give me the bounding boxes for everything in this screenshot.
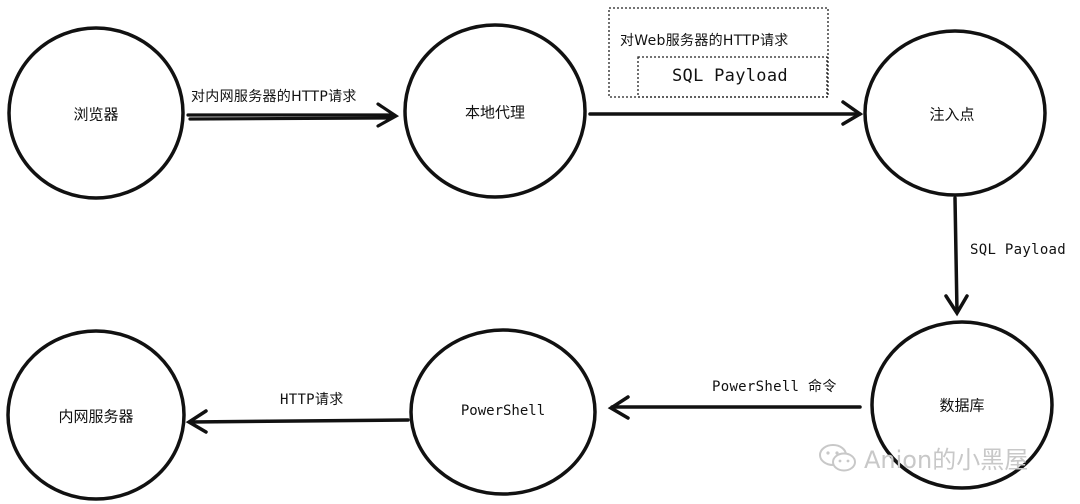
arrow-proxy-to-injection <box>588 100 864 126</box>
injection-circle <box>863 29 1047 197</box>
arrow-injection-to-database <box>944 196 969 317</box>
node-intranet-server: 内网服务器 <box>58 407 134 426</box>
node-browser: 浏览器 <box>73 105 119 124</box>
arrow-powershell-to-server <box>185 409 410 434</box>
powershell-circle <box>409 328 597 496</box>
proxy-circle <box>403 23 587 199</box>
browser-circle <box>7 26 185 200</box>
node-injection: 注入点 <box>929 105 975 124</box>
label-sql-payload-vertical: SQL Payload <box>970 242 1067 258</box>
node-database: 数据库 <box>939 396 985 415</box>
node-powershell: PowerShell <box>460 403 546 419</box>
label-powershell-command: PowerShell 命令 <box>712 379 837 395</box>
wechat-icon <box>819 443 856 471</box>
label-web-server-request: 对Web服务器的HTTP请求 <box>620 33 789 49</box>
label-http-request: HTTP请求 <box>280 392 344 408</box>
watermark: Anion的小黑屋 <box>818 440 1028 475</box>
watermark-text: Anion的小黑屋 <box>864 446 1029 474</box>
intranet-server-circle <box>6 329 186 501</box>
database-circle <box>870 320 1054 490</box>
label-sql-payload-box: SQL Payload <box>672 66 788 86</box>
node-proxy: 本地代理 <box>464 103 526 122</box>
dashed-payload-box <box>637 56 828 98</box>
label-browser-to-proxy: 对内网服务器的HTTP请求 <box>191 89 357 105</box>
arrow-database-to-powershell <box>607 395 862 420</box>
arrow-browser-to-proxy <box>186 102 400 128</box>
